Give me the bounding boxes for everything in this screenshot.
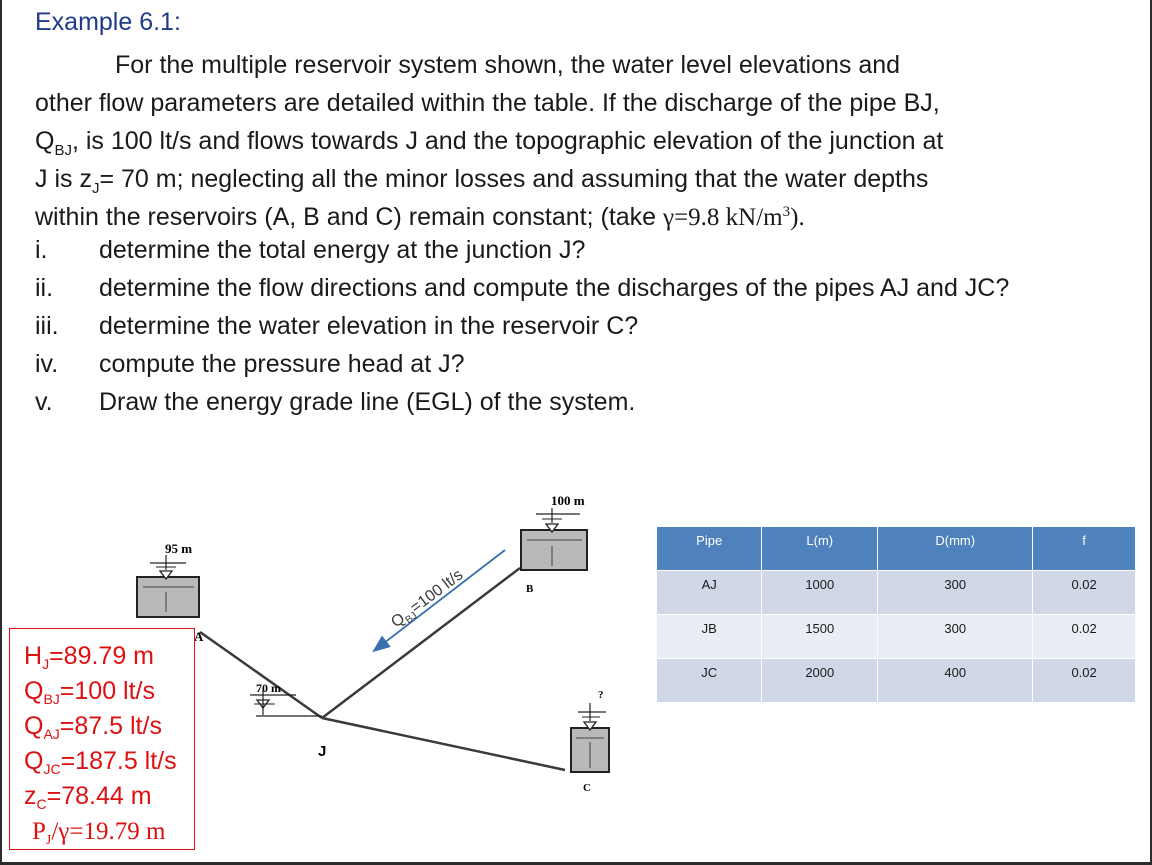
table-header-cell: Pipe xyxy=(655,526,763,571)
table-cell: JC xyxy=(655,658,763,703)
table-row: AJ 1000 300 0.02 xyxy=(655,570,1136,615)
reservoir-a-level-label: 95 m xyxy=(165,541,192,556)
problem-line-3: QBJ, is 100 lt/s and flows towards J and… xyxy=(35,122,1115,160)
question-text: Draw the energy grade line (EGL) of the … xyxy=(99,388,636,416)
q-symbol: Q xyxy=(35,127,55,155)
table-row: JC 2000 400 0.02 xyxy=(655,658,1136,703)
reservoir-c xyxy=(570,703,610,773)
table-header-cell: L(m) xyxy=(761,526,879,571)
answer-pressure-head: PJ/γ=19.79 m xyxy=(32,818,166,848)
question-item: iii. determine the water elevation in the… xyxy=(35,312,1009,350)
reservoir-b-label: B xyxy=(526,583,534,595)
question-item: iv. compute the pressure head at J? xyxy=(35,350,1009,388)
question-item: v. Draw the energy grade line (EGL) of th… xyxy=(35,388,1009,426)
gamma-exponent: 3 xyxy=(782,204,791,220)
table-cell: 0.02 xyxy=(1032,614,1136,659)
junction-level-label: 70 m xyxy=(256,681,281,695)
water-level-marker-icon xyxy=(582,721,598,732)
question-number: v. xyxy=(35,388,53,416)
problem-statement: For the multiple reservoir system shown,… xyxy=(35,46,1115,237)
answer-q-bj: QBJ=100 lt/s xyxy=(24,677,155,707)
question-item: i. determine the total energy at the junc… xyxy=(35,236,1009,274)
answer-total-energy: HJ=89.79 m xyxy=(24,642,154,672)
flow-direction-arrow xyxy=(372,549,506,653)
z-subscript: J xyxy=(91,180,100,197)
question-number: iv. xyxy=(35,350,59,378)
flow-label: QBJ=100 lt/s xyxy=(388,566,468,633)
table-cell: 300 xyxy=(877,614,1034,659)
reservoir-a xyxy=(136,555,200,618)
table-cell: 1000 xyxy=(761,570,879,615)
junction-level-marker xyxy=(250,690,322,717)
problem-line-5-end: ). xyxy=(790,204,805,231)
question-number: iii. xyxy=(35,312,59,340)
pipe-jb xyxy=(321,567,521,719)
question-text: determine the flow directions and comput… xyxy=(99,274,1010,302)
q-subscript: BJ xyxy=(54,142,72,159)
water-level-marker-icon xyxy=(544,523,560,534)
reservoir-c-unknown-level: ? xyxy=(598,689,604,701)
question-text: determine the water elevation in the res… xyxy=(99,312,639,340)
junction-label: J xyxy=(318,743,326,760)
question-text: compute the pressure head at J? xyxy=(99,350,465,378)
table-row: JB 1500 300 0.02 xyxy=(655,614,1136,659)
question-list: i. determine the total energy at the junc… xyxy=(35,236,1009,426)
reservoir-c-label: C xyxy=(583,782,591,794)
table-header-cell: D(mm) xyxy=(877,526,1034,571)
pipe-parameters-table: Pipe L(m) D(mm) f AJ 1000 300 0.02 JB 15… xyxy=(655,526,1136,703)
pipe-jc xyxy=(321,716,566,772)
problem-line-1: For the multiple reservoir system shown,… xyxy=(115,51,901,79)
answer-q-aj: QAJ=87.5 lt/s xyxy=(24,712,162,742)
table-cell: 1500 xyxy=(761,614,879,659)
water-level-marker-icon xyxy=(158,570,174,581)
pipe-aj xyxy=(199,630,323,720)
table-cell: 0.02 xyxy=(1032,658,1136,703)
question-number: i. xyxy=(35,236,48,264)
problem-line-4-rest: = 70 m; neglecting all the minor losses … xyxy=(99,165,929,193)
answer-q-jc: QJC=187.5 lt/s xyxy=(24,747,177,777)
reservoir-b xyxy=(520,508,588,571)
frame-bottom-border xyxy=(0,862,1152,865)
table-cell: AJ xyxy=(655,570,763,615)
table-cell: JB xyxy=(655,614,763,659)
table-cell: 400 xyxy=(877,658,1034,703)
problem-line-2: other flow parameters are detailed withi… xyxy=(35,89,940,117)
table-cell: 2000 xyxy=(761,658,879,703)
answers-box: HJ=89.79 m QBJ=100 lt/s QAJ=87.5 lt/s QJ… xyxy=(9,628,195,850)
question-item: ii. determine the flow directions and com… xyxy=(35,274,1009,312)
question-text: determine the total energy at the juncti… xyxy=(99,236,586,264)
table-cell: 300 xyxy=(877,570,1034,615)
frame-left-border xyxy=(0,0,2,865)
answer-z-c: zC=78.44 m xyxy=(24,782,152,812)
problem-line-5-start: within the reservoirs (A, B and C) remai… xyxy=(35,203,664,231)
table-header-cell: f xyxy=(1032,526,1136,571)
table-header-row: Pipe L(m) D(mm) f xyxy=(655,526,1136,571)
problem-line-5: within the reservoirs (A, B and C) remai… xyxy=(35,198,1115,237)
frame-right-border xyxy=(1150,0,1152,865)
reservoir-a-label: A xyxy=(194,629,204,644)
gamma-value: γ=9.8 kN/m xyxy=(663,204,783,231)
table-cell: 0.02 xyxy=(1032,570,1136,615)
problem-line-4: J is zJ= 70 m; neglecting all the minor … xyxy=(35,160,1115,198)
reservoir-b-level-label: 100 m xyxy=(551,493,585,508)
problem-line-3-rest: , is 100 lt/s and flows towards J and th… xyxy=(71,127,944,155)
example-heading: Example 6.1: xyxy=(35,8,181,36)
question-number: ii. xyxy=(35,274,54,302)
z-symbol: J is z xyxy=(35,165,92,193)
